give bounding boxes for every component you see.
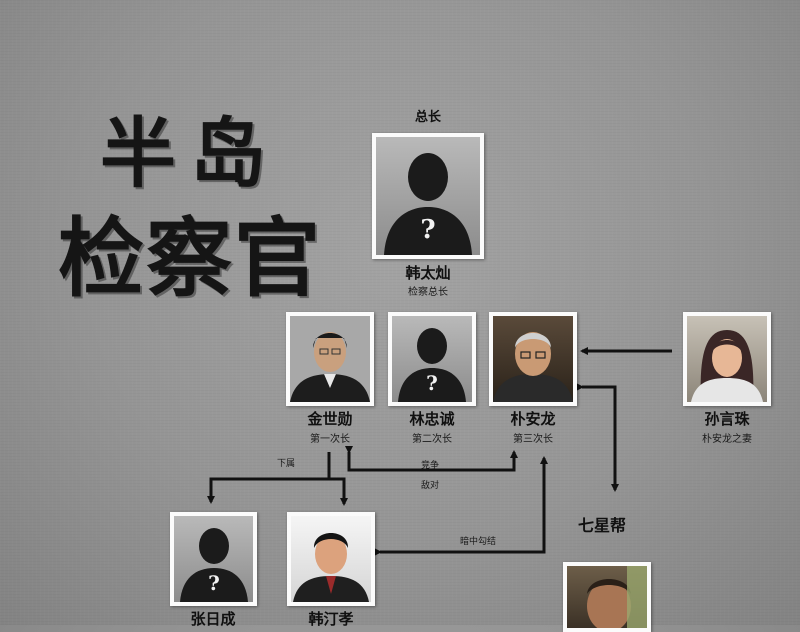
portrait-sun-yanzhu[interactable] [683, 312, 771, 406]
name-park-anlong: 朴安龙 [510, 410, 556, 428]
portrait-zhang-richeng[interactable]: ? [170, 512, 257, 606]
collude-line [374, 456, 548, 556]
portrait-kim-sehoon[interactable] [286, 312, 374, 406]
name-zhang-richeng: 张日成 [190, 610, 236, 628]
unknown-person-icon: ? [180, 528, 248, 602]
portrait-han-taican[interactable]: ? [372, 133, 484, 259]
name-sun-yanzhu: 孙言珠 [704, 410, 750, 428]
name-kim-sehoon: 金世勋 [307, 410, 353, 428]
question-mark-icon: ? [420, 215, 435, 245]
portrait-park-anlong[interactable] [489, 312, 577, 406]
unknown-person-icon: ? [384, 153, 472, 255]
question-mark-icon: ? [208, 571, 220, 595]
name-han-tingxiao: 韩汀孝 [308, 610, 354, 628]
name-han-taican: 韩太灿 [405, 264, 451, 282]
edge-label-compete: 竞争 [421, 461, 440, 471]
gang-link-line [576, 383, 619, 492]
title-kim-sehoon: 第一次长 [310, 434, 350, 445]
title-han-taican: 检察总长 [408, 287, 448, 298]
name-lin-zhongcheng: 林忠诚 [409, 410, 455, 428]
title-sun-yanzhu: 朴安龙之妻 [702, 434, 752, 445]
diagram-title-line2: 检察官 [58, 208, 322, 309]
question-mark-icon: ? [426, 371, 438, 395]
seven-star-gang-label: 七星帮 [578, 516, 627, 535]
title-park-anlong: 第三次长 [513, 434, 553, 445]
diagram-title-line1: 半岛 [100, 109, 280, 198]
edge-label-collude: 暗中勾结 [460, 537, 497, 547]
unknown-person-icon: ? [398, 328, 466, 402]
portrait-han-tingxiao[interactable] [287, 512, 375, 606]
edge-label-enemy: 敌对 [421, 481, 440, 491]
title-lin-zhongcheng: 第二次长 [412, 434, 452, 445]
portrait-gang-member[interactable] [563, 562, 651, 632]
top-role-label: 总长 [414, 110, 441, 125]
kim-subordinate-line-2 [329, 477, 348, 506]
edge-label-subordinate: 下属 [277, 459, 296, 469]
portrait-lin-zhongcheng[interactable]: ? [388, 312, 476, 406]
kim-subordinate-line [207, 452, 331, 504]
